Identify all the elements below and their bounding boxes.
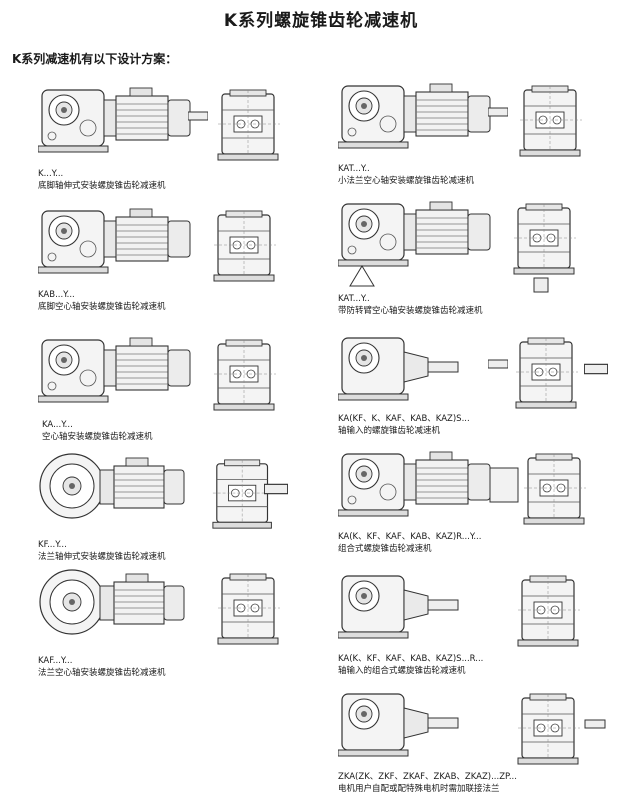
drawing-kab bbox=[38, 208, 277, 282]
design-code: KA(K、KF、KAF、KAB、KAZ)R...Y... bbox=[338, 532, 482, 542]
design-desc: 带防转臂空心轴安装螺旋锥齿轮减速机 bbox=[338, 306, 483, 316]
design-desc: 轴输入的螺旋锥齿轮减速机 bbox=[338, 426, 441, 436]
design-item: KAT...Y.. 小法兰空心轴安装螺旋锥齿轮减速机 bbox=[338, 80, 628, 187]
design-desc: 底脚轴伸式安装螺旋锥齿轮减速机 bbox=[38, 181, 166, 191]
design-desc: 底脚空心轴安装螺旋锥齿轮减速机 bbox=[38, 302, 166, 312]
drawing-ka-input-shaft bbox=[338, 337, 608, 409]
design-code: KA...Y... bbox=[42, 420, 73, 430]
design-desc: 电机用户自配或配特殊电机时需加联接法兰 bbox=[338, 784, 500, 794]
drawing-k-foot-mounted bbox=[38, 87, 281, 161]
design-item: KA...Y... 空心轴安装螺旋锥齿轮减速机 bbox=[38, 334, 328, 443]
drawing-kaf bbox=[39, 569, 281, 645]
design-desc: 小法兰空心轴安装螺旋锥齿轮减速机 bbox=[338, 176, 475, 186]
drawing-ka-input-combined bbox=[338, 575, 581, 647]
design-desc: 轴输入的组合式螺旋锥齿轮减速机 bbox=[338, 666, 466, 676]
section-heading: K系列减速机有以下设计方案： bbox=[12, 52, 178, 66]
drawing-zka bbox=[338, 693, 606, 765]
design-code: ZKA(ZK、ZKF、ZKAF、ZKAB、ZKAZ)...ZP... bbox=[338, 772, 517, 782]
design-desc: 空心轴安装螺旋锥齿轮减速机 bbox=[42, 432, 153, 442]
design-item: KA(K、KF、KAF、KAB、KAZ)R...Y... 组合式螺旋锥齿轮减速机 bbox=[338, 448, 628, 555]
design-code: KAB...Y... bbox=[38, 290, 75, 300]
design-code: KA(K、KF、KAF、KAB、KAZ)S...R... bbox=[338, 654, 484, 664]
drawing-kat-torque-arm bbox=[338, 201, 577, 293]
design-item: KAT...Y.. 带防转臂空心轴安装螺旋锥齿轮减速机 bbox=[338, 198, 628, 317]
drawing-kat bbox=[338, 83, 583, 157]
drawing-ka-combined bbox=[338, 451, 587, 525]
design-code: KA(KF、K、KAF、KAB、KAZ)S... bbox=[338, 414, 470, 424]
drawing-kf bbox=[39, 453, 288, 529]
design-item: KA(KF、K、KAF、KAB、KAZ)S... 轴输入的螺旋锥齿轮减速机 bbox=[338, 332, 628, 437]
design-desc: 组合式螺旋锥齿轮减速机 bbox=[338, 544, 432, 554]
page-title: K系列螺旋锥齿轮减速机 bbox=[223, 11, 419, 31]
design-code: KAF...Y... bbox=[38, 656, 73, 666]
drawing-ka bbox=[38, 337, 277, 411]
design-desc: 法兰轴伸式安装螺旋锥齿轮减速机 bbox=[38, 552, 166, 562]
design-code: KF...Y... bbox=[38, 540, 67, 550]
design-code: K...Y... bbox=[38, 169, 64, 179]
design-code: KAT...Y.. bbox=[338, 164, 370, 174]
design-item: KA(K、KF、KAF、KAB、KAZ)S...R... 轴输入的组合式螺旋锥齿… bbox=[338, 570, 628, 677]
design-item: ZKA(ZK、ZKF、ZKAF、ZKAB、ZKAZ)...ZP... 电机用户自… bbox=[338, 688, 628, 795]
design-item: KAB...Y... 底脚空心轴安装螺旋锥齿轮减速机 bbox=[38, 205, 328, 313]
design-item: KAF...Y... 法兰空心轴安装螺旋锥齿轮减速机 bbox=[38, 568, 328, 679]
design-desc: 法兰空心轴安装螺旋锥齿轮减速机 bbox=[38, 668, 166, 678]
design-code: KAT...Y.. bbox=[338, 294, 370, 304]
design-item: K...Y... 底脚轴伸式安装螺旋锥齿轮减速机 bbox=[38, 84, 328, 192]
design-item: KF...Y... 法兰轴伸式安装螺旋锥齿轮减速机 bbox=[38, 452, 328, 563]
